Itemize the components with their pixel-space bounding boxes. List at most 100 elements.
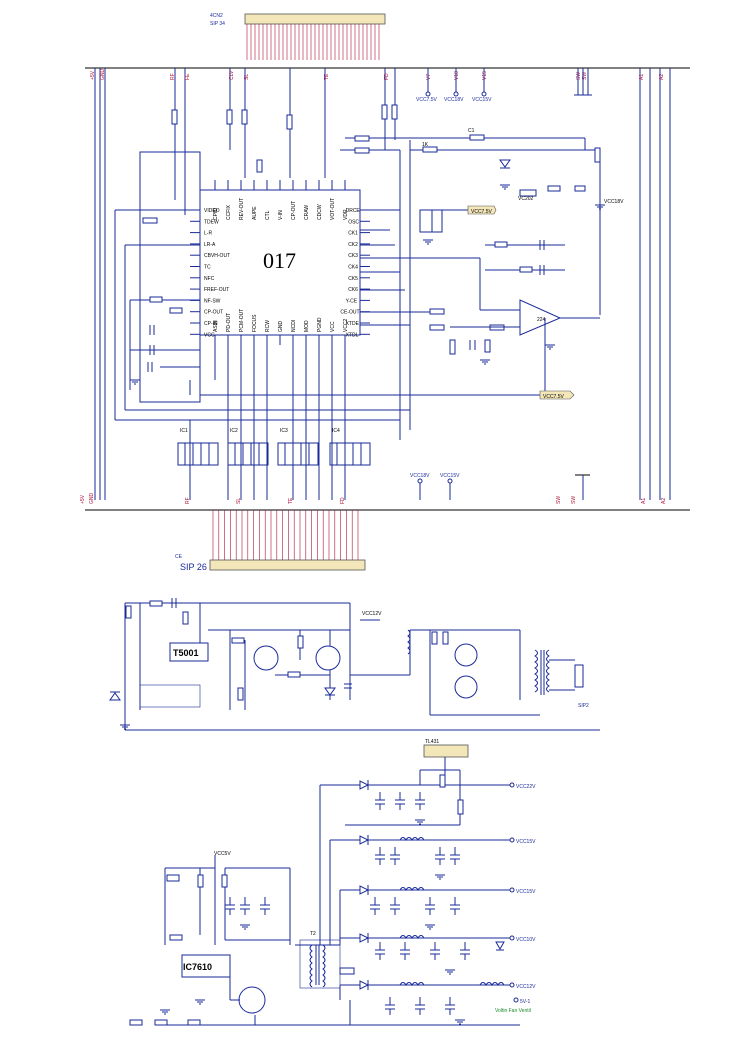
oscillator-section: T5001 [109,598,600,731]
label-vcc5: VCC5V [214,851,231,857]
top-supply-labels: VCC7.5V VCC18V VCC15V [416,68,492,103]
svg-text:A1: A1 [641,498,647,504]
chip-pin-label: VOT-OUT [330,198,336,220]
left-components [142,104,601,372]
chip-pin-label: CK4 [348,265,358,271]
opamp-symbol [519,299,562,336]
svg-text:GND: GND [100,69,106,81]
top-net-labels: +5V GND RF FE CLV SL TE FD V7 V18 V15 SW… [90,69,665,81]
ground-symbols [120,184,605,1025]
chip-pin-label: NCDI [291,320,297,332]
chip-pin-label: RCW [265,320,271,332]
switch-ic4: IC4 [332,428,340,434]
main-ic-body [199,189,361,336]
svg-text:SW: SW [576,72,582,80]
chip-pin-label: PD-OUT [226,313,232,332]
chip-pin-label: MOD [304,320,310,332]
chip-pin-label: AUPE [252,206,258,220]
chip-pin-label: CRAW [304,205,310,220]
svg-text:SW: SW [571,496,577,504]
chip-pin-label: XTDL [346,332,359,338]
svg-text:VC202: VC202 [518,196,534,202]
chip-pin-label: CP-OUT [204,310,223,316]
chip-pin-label: LR-A [204,242,216,248]
chip-pin-label: CP-OUT [291,201,297,220]
chip-pin-label: CE-OUT [340,310,359,316]
chip-pin-label: NFC [204,276,215,282]
chip-pin-label: NF-SW [204,298,221,304]
chip-pin-label: CK1 [348,231,358,237]
label-vcc15-ps: VCC15V [516,839,536,845]
chip-pin-label: CK6 [348,287,358,293]
regulator-body [423,744,469,758]
chip-pin-label: DRCE [346,208,361,214]
power-supply-section: TL431 [129,739,536,1026]
svg-text:TE: TE [288,497,294,504]
connector-bottom-type: SIP 26 [180,562,207,572]
label-vcc10: VCC10V [516,937,536,943]
connector-top-ref: 4CN2 [210,13,223,19]
svg-text:A2: A2 [661,498,667,504]
bottom-net-labels: +5V GND RF SL TE FD SW SW A1 A2 [80,493,667,505]
label-fan: Voltin Fan Ventil [495,1008,531,1014]
label-vcc12-ps: VCC12V [516,984,536,990]
svg-text:5V-1: 5V-1 [520,999,531,1005]
chip-wiring [114,137,601,440]
chip-pin-label: L-R [204,231,212,237]
chip-pin-label: CCFIX [226,204,232,220]
bottom-supply-labels: VCC18V VCC15V [410,473,590,500]
label-vcc18-osc: VCC18V [604,199,624,205]
label-vcc15-top: VCC15V [472,97,492,103]
regulator-label: TL431 [425,739,439,745]
osc-section: 1K C1 VC202 VCC7.5V VCC18V [419,128,624,233]
chip-pin-label: V-IN [278,210,284,220]
label-vcc75-top: VCC7.5V [416,97,438,103]
svg-text:FD: FD [384,73,390,80]
label-vcc15-bottom: VCC15V [440,473,460,479]
label-vcc75-osc: VCC7.5V [471,209,493,215]
chip-pin-label: CPID [213,208,219,220]
svg-text:FD: FD [340,497,346,504]
output-jack [574,664,584,688]
svg-text:A1: A1 [639,74,645,80]
chip-pin-label: VCC [330,321,336,332]
chip-pin-label: ASIN [213,320,219,332]
main-ic-label: 017 [263,248,296,273]
svg-text:GND: GND [89,493,95,505]
chip-pin-label: CP-IN [204,321,218,327]
connector-top-type: SIP 34 [210,21,225,27]
connector-bottom: CE SIP 26 [175,510,366,572]
label-vcc12-osc: VCC12V [362,611,382,617]
pwm-ic-label: IC7610 [183,962,212,972]
svg-text:V15: V15 [482,71,488,80]
osc-ic-body [169,642,209,662]
svg-text:SW: SW [556,496,562,504]
label-vcc75-opamp: VCC7.5V [543,394,565,400]
svg-text:RF: RF [185,497,191,504]
svg-text:CLV: CLV [229,70,235,80]
chip-pin-label: GND [278,321,284,333]
chip-pin-label: PCM-OUT [239,309,245,332]
chip-pin-label: CK2 [348,242,358,248]
chip-pin-label: FREF-OUT [204,287,229,293]
chip-pin-label: Y-CE [346,298,358,304]
vertical-bus-wires [94,68,671,500]
svg-text:+5V: +5V [80,494,86,504]
output-jack-label: SIP2 [578,703,589,709]
svg-text:+5V: +5V [90,70,96,80]
svg-text:C1: C1 [468,128,475,134]
transformer-label: T2 [310,931,316,937]
svg-text:SW: SW [582,72,588,80]
chip-pin-label: CK3 [348,253,358,259]
svg-text:SL: SL [244,74,250,80]
svg-text:TE: TE [324,73,330,80]
chip-pin-label: CBVH-OUT [204,253,230,259]
opamp-section: 224 VCC7.5V [429,240,600,400]
svg-text:V18: V18 [454,71,460,80]
right-switch-wires [574,68,592,96]
chip-pin-label: TDEW [204,219,219,225]
opamp-label: 224 [537,317,546,323]
chip-pin-label: TC [204,265,211,271]
chip-pin-label: XTDE [346,321,360,327]
